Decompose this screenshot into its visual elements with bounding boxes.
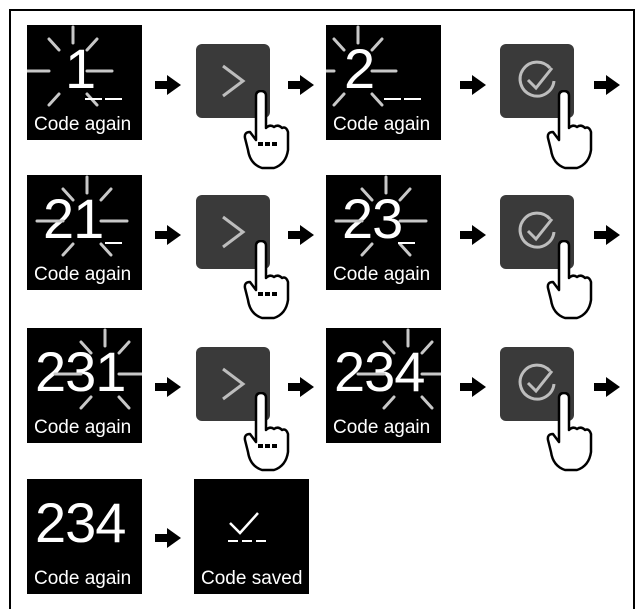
display-digits: 234: [334, 340, 425, 403]
arrow-right-icon: [155, 75, 181, 95]
arrow-right-icon: [155, 528, 181, 548]
finger-press-icon: [546, 392, 593, 472]
finger-press-icon: [243, 240, 290, 320]
chevron-right-icon: [222, 367, 246, 401]
saved-check-icon: [228, 512, 266, 542]
finger-press-icon: [243, 90, 290, 170]
display-step-1: 1 Code again: [27, 25, 142, 140]
display-digits: 234: [35, 491, 126, 554]
display-caption: Code again: [34, 417, 132, 438]
check-circle-icon: [518, 60, 556, 98]
check-circle-icon: [518, 363, 556, 401]
blink-rays-icon: [35, 175, 129, 257]
diagram-frame: [9, 9, 635, 609]
display-step-7: 234 Code again: [27, 479, 142, 594]
arrow-right-icon: [155, 225, 181, 245]
arrow-right-icon: [288, 377, 314, 397]
display-step-2: 2 Code again: [326, 25, 441, 140]
finger-press-icon: [546, 90, 593, 170]
display-caption: Code saved: [201, 568, 303, 589]
arrow-right-icon: [460, 225, 486, 245]
finger-press-icon: [546, 240, 593, 320]
arrow-right-icon: [594, 377, 620, 397]
blink-rays-icon: [334, 175, 428, 257]
display-digits: 21: [43, 187, 104, 250]
arrow-right-icon: [288, 75, 314, 95]
display-step-4: 23 Code again: [326, 175, 441, 290]
display-step-5: 231 Code again: [27, 328, 142, 443]
display-code-saved: Code saved: [194, 479, 309, 594]
display-caption: Code again: [34, 114, 132, 135]
display-digits: 2: [344, 37, 375, 100]
check-circle-icon: [518, 211, 556, 249]
blink-rays-icon: [27, 25, 122, 107]
arrow-right-icon: [594, 75, 620, 95]
arrow-right-icon: [594, 225, 620, 245]
display-step-6: 234 Code again: [326, 328, 441, 443]
display-digits: 23: [342, 187, 403, 250]
arrow-right-icon: [155, 377, 181, 397]
arrow-right-icon: [460, 377, 486, 397]
display-caption: Code again: [333, 417, 431, 438]
display-caption: Code again: [333, 264, 431, 285]
blink-rays-icon: [326, 25, 421, 107]
confirm-button[interactable]: [500, 195, 574, 269]
display-caption: Code again: [34, 264, 132, 285]
chevron-right-icon: [222, 215, 246, 249]
display-caption: Code again: [333, 114, 431, 135]
chevron-right-icon: [222, 64, 246, 98]
display-step-3: 21 Code again: [27, 175, 142, 290]
arrow-right-icon: [288, 225, 314, 245]
blink-rays-icon: [356, 328, 441, 410]
blink-rays-icon: [53, 328, 142, 410]
arrow-right-icon: [460, 75, 486, 95]
display-digits: 231: [35, 340, 126, 403]
display-caption: Code again: [34, 568, 132, 589]
finger-press-icon: [243, 392, 290, 472]
